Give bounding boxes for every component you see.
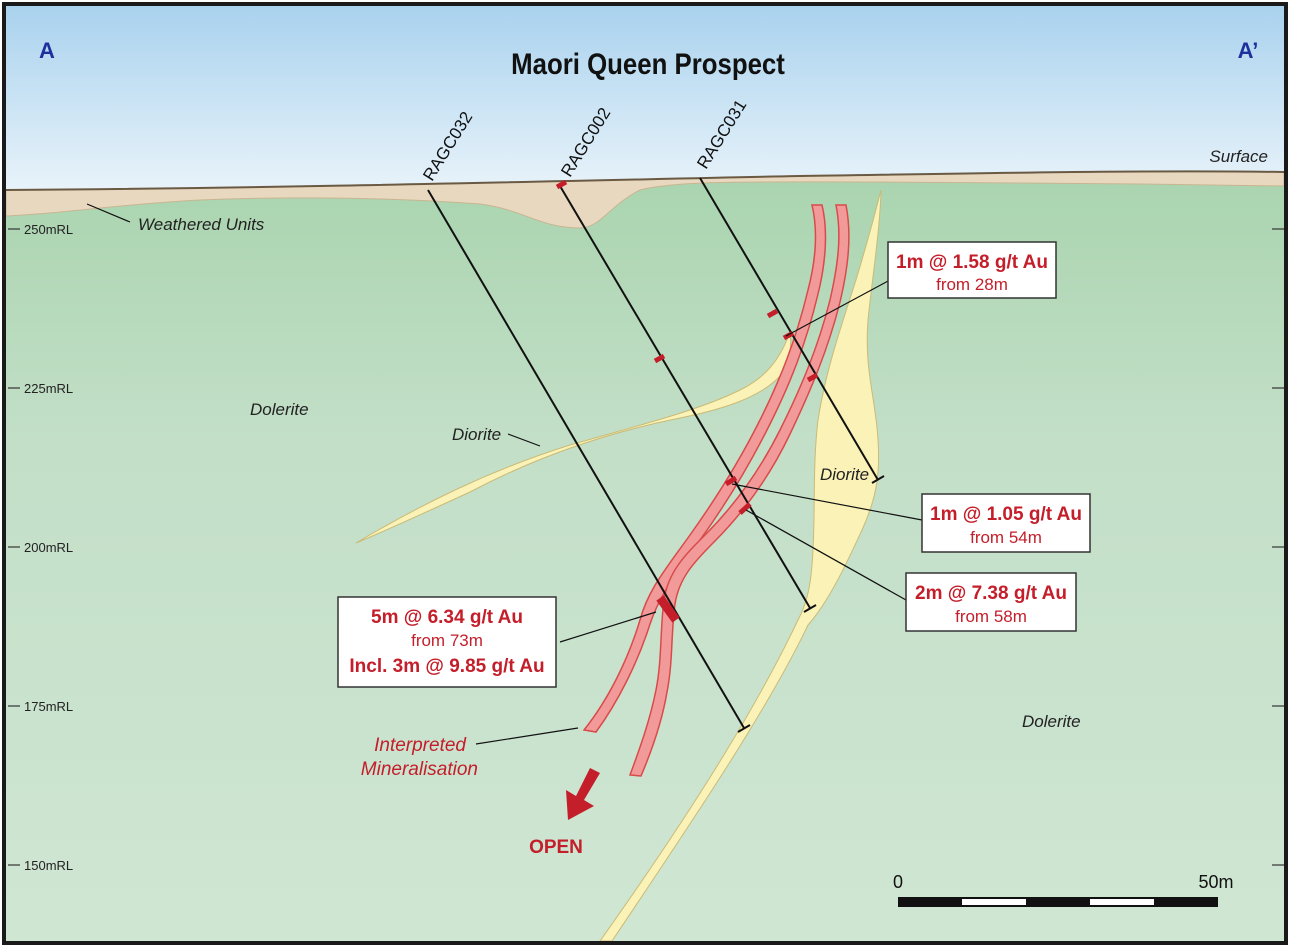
intercept-texts: 1m @ 1.58 g/t Au from 28m 1m @ 1.05 g/t … xyxy=(349,252,1082,677)
rl-label-250: 250mRL xyxy=(24,222,73,237)
intercept-2-grade: 1m @ 1.05 g/t Au xyxy=(930,504,1082,525)
scale-bar xyxy=(898,897,1218,907)
intercept-marks xyxy=(555,179,819,623)
drillhole-traces xyxy=(427,177,879,729)
weathered-units-label: Weathered Units xyxy=(138,215,265,234)
mineralisation-label: Interpreted Mineralisation xyxy=(361,735,478,780)
scale-end-label: 50m xyxy=(1198,872,1233,892)
intercept-1-grade: 1m @ 1.58 g/t Au xyxy=(896,252,1048,273)
scale-start-label: 0 xyxy=(893,872,903,892)
unit-labels: Weathered Units Dolerite Dolerite Diorit… xyxy=(138,215,1081,731)
diorite-label-right: Diorite xyxy=(820,465,869,484)
open-label: OPEN xyxy=(529,837,583,858)
dolerite-label-right: Dolerite xyxy=(1022,712,1081,731)
mineralisation-lode-west xyxy=(582,204,827,733)
rl-labels: 250mRL 225mRL 200mRL 175mRL 150mRL xyxy=(24,222,73,873)
intercept-4-included: Incl. 3m @ 9.85 g/t Au xyxy=(349,656,544,677)
diorite-label-left: Diorite xyxy=(452,425,501,444)
drillhole-ragc002-trace xyxy=(559,185,811,609)
diagram-title: Maori Queen Prospect xyxy=(511,47,785,80)
rl-label-200: 200mRL xyxy=(24,540,73,555)
rl-label-150: 150mRL xyxy=(24,858,73,873)
rl-label-175: 175mRL xyxy=(24,699,73,714)
dolerite-label-left: Dolerite xyxy=(250,400,309,419)
drillhole-ends xyxy=(737,475,885,733)
rl-label-225: 225mRL xyxy=(24,381,73,396)
dolerite-ground xyxy=(6,171,1284,941)
rl-ticks xyxy=(8,228,1284,866)
intercept-box-3-frame xyxy=(905,572,1077,632)
intercept-box-4-frame xyxy=(337,596,557,688)
mineralisation-label-line1: Interpreted xyxy=(374,735,467,756)
intercept-4-grade: 5m @ 6.34 g/t Au xyxy=(371,607,523,628)
leader-lines xyxy=(86,203,923,745)
intercept-2-from: from 54m xyxy=(970,528,1042,547)
intercept-box-2-frame xyxy=(921,493,1091,553)
drillhole-ragc031-trace xyxy=(699,177,879,481)
drillhole-ragc032-trace xyxy=(427,189,745,729)
section-end-right: A’ xyxy=(1238,38,1259,63)
mineralisation-lode-east xyxy=(628,204,850,777)
intercept-1-from: from 28m xyxy=(936,275,1008,294)
intercept-3-grade: 2m @ 7.38 g/t Au xyxy=(915,583,1067,604)
intercept-3-from: from 58m xyxy=(955,607,1027,626)
surface-line xyxy=(5,170,1285,191)
section-end-left: A xyxy=(39,38,55,63)
mineralisation-label-line2: Mineralisation xyxy=(361,759,478,780)
open-arrow xyxy=(566,768,600,820)
intercept-box-1-frame xyxy=(887,241,1057,299)
surface-label: Surface xyxy=(1209,147,1268,166)
intercept-4-from: from 73m xyxy=(411,631,483,650)
